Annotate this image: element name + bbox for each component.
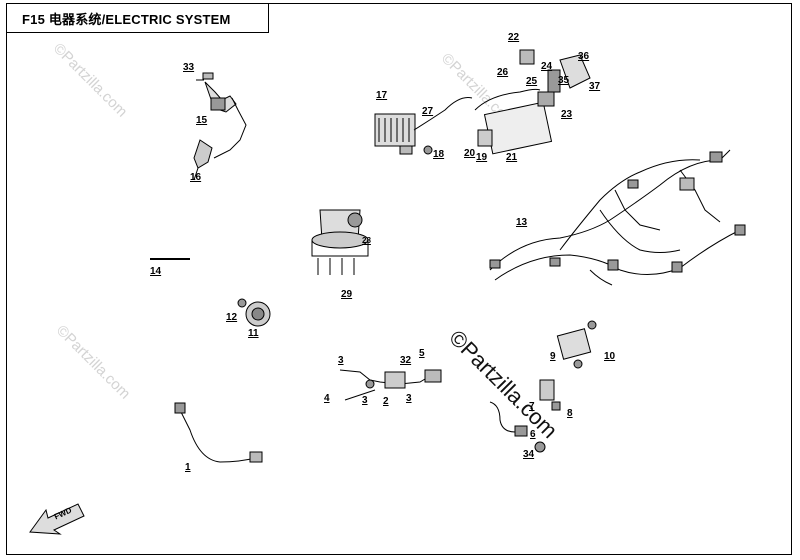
- callout-2: 2: [383, 396, 389, 407]
- callout-3a: 3: [338, 355, 344, 366]
- ignition-coil-group: [193, 72, 247, 181]
- forward-arrow-icon: [29, 503, 85, 535]
- cdi-relay-group: [474, 49, 591, 155]
- callout-6: 6: [530, 429, 536, 440]
- callout-15: 15: [196, 115, 208, 126]
- callout-4: 4: [324, 393, 330, 404]
- callout-22: 22: [508, 32, 520, 43]
- callout-18: 18: [433, 149, 445, 160]
- callout-8: 8: [567, 408, 573, 419]
- callout-11: 11: [248, 328, 259, 339]
- callout-27: 27: [422, 106, 434, 117]
- callout-34: 34: [523, 449, 535, 460]
- callout-16: 16: [190, 172, 202, 183]
- callout-37: 37: [589, 81, 601, 92]
- horn-group: [237, 298, 271, 327]
- speed-sensor-cable: [174, 402, 263, 463]
- callout-25: 25: [526, 76, 538, 87]
- relay-9-10: [556, 320, 597, 369]
- callout-17: 17: [376, 90, 388, 101]
- callout-3b: 3: [362, 395, 368, 406]
- callout-12: 12: [226, 312, 238, 323]
- callout-3c: 3: [406, 393, 412, 404]
- regulator-group: [374, 97, 473, 155]
- callout-29: 29: [341, 289, 353, 300]
- callout-33: 33: [183, 62, 195, 73]
- callout-26: 26: [497, 67, 509, 78]
- callout-5: 5: [419, 348, 425, 359]
- callout-21: 21: [506, 152, 518, 163]
- page-title: F15 电器系统/ELECTRIC SYSTEM: [22, 12, 231, 27]
- title-box: [6, 3, 269, 33]
- callout-14: 14: [150, 266, 162, 277]
- callout-36: 36: [578, 51, 590, 62]
- wire-harness: [489, 149, 746, 286]
- starter-motor-group: [311, 209, 369, 275]
- callout-9: 9: [550, 351, 556, 362]
- sensor-group-6-8: [489, 379, 561, 453]
- callout-7: 7: [529, 401, 535, 412]
- callout-32: 32: [400, 355, 412, 366]
- switch-assembly: [339, 369, 442, 401]
- callout-1: 1: [185, 462, 191, 473]
- callout-19: 19: [476, 152, 488, 163]
- callout-23: 23: [561, 109, 573, 120]
- callout-28: 28: [362, 236, 371, 245]
- callout-24: 24: [541, 61, 553, 72]
- callout-13: 13: [516, 217, 528, 228]
- callout-20: 20: [464, 148, 476, 159]
- callout-35: 35: [558, 75, 570, 86]
- diagram-frame: [6, 3, 792, 555]
- callout-10: 10: [604, 351, 616, 362]
